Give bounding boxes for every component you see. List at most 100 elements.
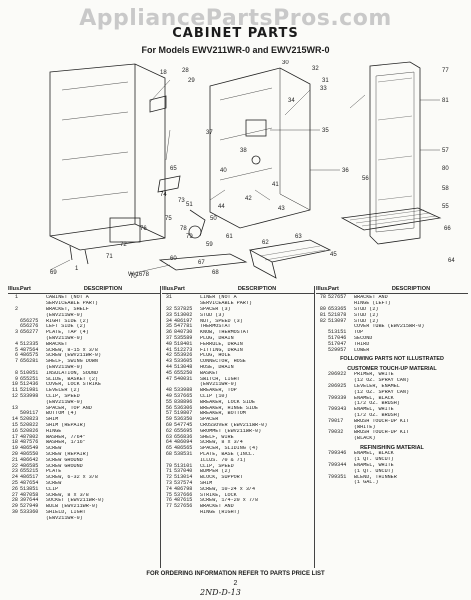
svg-text:29: 29 xyxy=(188,78,195,84)
part-no: 487615 xyxy=(174,497,193,504)
illus-no xyxy=(316,348,328,354)
svg-text:51: 51 xyxy=(186,202,193,208)
illus-no: 13 xyxy=(11,404,18,411)
parts-row: (EWV211WR-0) xyxy=(8,365,160,371)
parts-row: (WHITE) xyxy=(316,425,468,431)
svg-text:50: 50 xyxy=(210,216,217,222)
parts-row: (12 OZ. SPRAY CAN) xyxy=(316,378,468,384)
part-no: 537665 xyxy=(174,392,193,399)
part-description: SHELF, WIRE xyxy=(200,434,234,440)
part-no: 655215 xyxy=(20,468,39,475)
part-no: 206925 xyxy=(328,382,347,389)
part-description: ENAMEL, BLACK xyxy=(354,395,394,401)
part-no: 535589 xyxy=(174,334,193,341)
illus-no: 3 xyxy=(14,329,18,336)
part-description: ILLUS. 70 & 71) xyxy=(200,457,246,463)
illus-no: 35 xyxy=(165,323,172,330)
illus-no: 55 xyxy=(165,398,172,405)
part-no: 486094 xyxy=(174,439,193,446)
svg-text:38: 38 xyxy=(240,148,247,154)
svg-text:56: 56 xyxy=(362,176,369,182)
part-no xyxy=(328,436,354,442)
part-no: 538531 xyxy=(174,450,193,457)
part-description: BRACKET xyxy=(46,341,68,347)
part-description: TOP xyxy=(354,330,364,336)
part-description: SPACER xyxy=(200,417,219,423)
illus-no: 15 xyxy=(11,421,18,428)
svg-text:59: 59 xyxy=(206,242,213,248)
part-no: 517046 xyxy=(328,334,347,341)
illus-no: 20 xyxy=(11,450,18,457)
part-no: 513002 xyxy=(174,311,193,318)
illus-no: 59 xyxy=(165,416,172,423)
part-no: 553926 xyxy=(174,352,193,359)
part-description: ENAMEL, BLACK xyxy=(354,451,394,457)
svg-text:57: 57 xyxy=(442,148,449,154)
part-no: 527657 xyxy=(328,294,347,301)
part-description: (WHITE) xyxy=(354,424,376,430)
svg-text:43: 43 xyxy=(278,206,285,212)
illus-no: 32 xyxy=(165,306,172,312)
illus-no: 72 xyxy=(165,474,172,481)
part-description: SERVICEABLE PART) xyxy=(46,301,98,307)
part-description: STRIKE, LOCK xyxy=(200,492,237,498)
illus-no: 57 xyxy=(165,410,172,417)
part-no: 529957 xyxy=(328,346,347,353)
part-no: 486550 xyxy=(20,450,39,457)
part-no: 533360 xyxy=(20,508,39,515)
svg-text:73: 73 xyxy=(178,198,185,204)
part-description: FERRULE, DRAIN xyxy=(200,341,243,347)
illus-no: 76 xyxy=(165,497,172,504)
parts-row: (1/2 OZ. BRUSH) xyxy=(316,413,468,419)
illus-no: 82 xyxy=(319,317,326,324)
part-description: (12 OZ. SPRAY CAN) xyxy=(354,378,410,384)
part-no: 518401 xyxy=(174,340,193,347)
part-description: SOCKET (EWV211WR-0) xyxy=(46,498,105,504)
part-description: SHELF, SWING DOWN xyxy=(46,359,98,365)
page-number: 2 xyxy=(233,580,238,587)
part-no xyxy=(328,480,354,486)
part-description: (EWV211WR-0) xyxy=(200,382,237,388)
illus-no: 30 xyxy=(11,508,18,515)
part-no: 79017 xyxy=(328,417,344,424)
part-no: 520822 xyxy=(20,421,39,428)
part-no: 513097 xyxy=(328,317,347,324)
part-description: STUD (2) xyxy=(354,318,379,324)
part-description: LEVELER (2) xyxy=(46,388,80,394)
part-no: 513851 xyxy=(20,485,39,492)
part-description: BLOCK, SUPPORT xyxy=(200,475,243,481)
part-no: 655250 xyxy=(174,369,193,376)
part-no: 486575 xyxy=(20,352,39,359)
part-no: 527949 xyxy=(20,503,39,510)
svg-text:55: 55 xyxy=(442,204,449,210)
part-no: 486798 xyxy=(174,485,193,492)
illus-no: 43 xyxy=(165,358,172,365)
svg-text:70: 70 xyxy=(130,274,137,280)
part-description: SCREW GROUND xyxy=(46,457,83,463)
column-header: Illus. Part DESCRIPTION xyxy=(8,286,160,295)
part-description: CLIP xyxy=(46,486,59,492)
illus-no: 28 xyxy=(11,497,18,504)
part-no: 487564 xyxy=(20,346,39,353)
